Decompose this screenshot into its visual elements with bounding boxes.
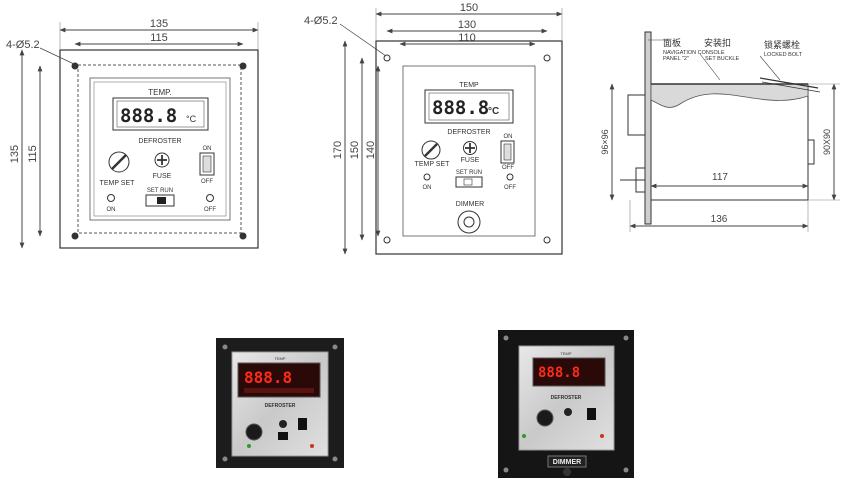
temp-label: TEMP. bbox=[148, 88, 171, 97]
led-off bbox=[206, 194, 214, 202]
photo2-display: 888.8 bbox=[538, 365, 580, 381]
panel-cn-label: 面板 bbox=[663, 37, 681, 48]
set-run-label: SET RUN bbox=[147, 188, 173, 194]
set-buckle-label: SET BUCKLE bbox=[705, 56, 739, 62]
dim-96x96: 96×96 bbox=[600, 129, 610, 154]
defroster-label: DEFROSTER bbox=[138, 138, 181, 145]
photo1-display: 888.8 bbox=[244, 368, 292, 387]
photo1-defroster-label: DEFROSTER bbox=[265, 403, 296, 409]
led-on-2 bbox=[423, 173, 431, 181]
nav-console-label: NAVIGATION CONSOLE bbox=[663, 50, 725, 56]
temp-label-2: TEMP bbox=[459, 82, 479, 89]
temp-set-knob bbox=[108, 151, 130, 173]
dim-130-width: 130 bbox=[458, 19, 476, 31]
dim-110-width: 110 bbox=[458, 32, 476, 44]
front-view-drawing-2: 150 130 110 4-Ø5.2 170 150 140 TEMP 888.… bbox=[304, 2, 563, 255]
display-digits: 888.8 bbox=[120, 105, 177, 127]
set-run-label-2: SET RUN bbox=[456, 170, 482, 176]
panel2-label: PANEL "2" bbox=[663, 56, 689, 62]
off-label-top-2: OFF bbox=[502, 165, 514, 171]
dim-135-height: 135 bbox=[9, 145, 21, 163]
buckle-cn-label: 安装扣 bbox=[704, 37, 731, 48]
dim-135-width: 135 bbox=[150, 18, 168, 30]
dim-90x90: 90X90 bbox=[822, 129, 832, 155]
locked-bolt-label: LOCKED BOLT bbox=[764, 52, 803, 58]
temp-set-label-2: TEMP SET bbox=[415, 161, 451, 168]
dim-holes-2: 4-Ø5.2 bbox=[304, 15, 338, 27]
led-off-label-2: OFF bbox=[504, 185, 516, 191]
dim-holes: 4-Ø5.2 bbox=[6, 39, 40, 51]
rocker-switch bbox=[199, 152, 215, 176]
dim-136: 136 bbox=[711, 214, 728, 225]
dim-170-height: 170 bbox=[332, 141, 344, 159]
photo1-temp-label: TEMP bbox=[274, 356, 285, 361]
temp-set-knob-2 bbox=[421, 140, 441, 160]
fuse-icon bbox=[154, 152, 170, 168]
photo2-defroster-label: DEFROSTER bbox=[551, 395, 582, 401]
celsius-unit-2: °C bbox=[488, 106, 499, 117]
fuse-label-2: FUSE bbox=[461, 157, 480, 164]
set-run-slider bbox=[145, 194, 175, 207]
dim-150-width: 150 bbox=[460, 2, 478, 14]
defroster-label-2: DEFROSTER bbox=[447, 129, 490, 136]
bolt-cn-label: 锁紧螺栓 bbox=[764, 39, 800, 50]
dim-150-height: 150 bbox=[349, 141, 361, 159]
led-off-label: OFF bbox=[204, 207, 216, 213]
on-label-top-2: ON bbox=[504, 134, 513, 140]
dimmer-knob bbox=[457, 210, 481, 234]
rocker-switch-2 bbox=[500, 140, 515, 164]
celsius-unit: °C bbox=[186, 114, 197, 124]
product-photo-2: TEMP 888.8 DEFROSTER DIMMER bbox=[498, 330, 634, 478]
temp-set-label: TEMP SET bbox=[100, 180, 136, 187]
product-photo-1: TEMP 888.8 DEFROSTER bbox=[216, 338, 344, 468]
on-label-top: ON bbox=[203, 146, 212, 152]
off-label-top: OFF bbox=[201, 179, 213, 185]
dimmer-label: DIMMER bbox=[456, 201, 484, 208]
dim-117: 117 bbox=[712, 172, 728, 183]
photo2-dimmer-label: DIMMER bbox=[553, 459, 581, 466]
display-digits-2: 888.8 bbox=[432, 97, 489, 119]
led-on-label-2: ON bbox=[423, 185, 432, 191]
led-on-label: ON bbox=[107, 207, 116, 213]
photo2-temp-label: TEMP bbox=[560, 351, 571, 356]
dim-115-height: 115 bbox=[27, 145, 39, 163]
fuse-icon-2 bbox=[463, 141, 477, 155]
dim-115-width: 115 bbox=[150, 32, 168, 44]
led-on bbox=[107, 194, 115, 202]
dim-140-height: 140 bbox=[365, 141, 377, 159]
fuse-label: FUSE bbox=[153, 173, 172, 180]
front-view-drawing-1: 135 115 4-Ø5.2 135 115 TEMP. 888.8 °C DE… bbox=[6, 18, 259, 249]
led-off-2 bbox=[506, 173, 514, 181]
set-run-slider-2 bbox=[455, 176, 483, 188]
side-view-drawing: 面板 安装扣 锁紧螺栓 NAVIGATION CONSOLE PANEL "2"… bbox=[600, 31, 840, 232]
